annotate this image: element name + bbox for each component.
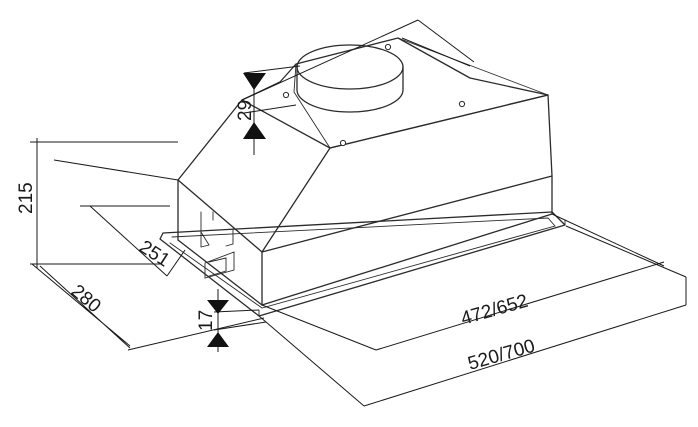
dim-label-251: 251: [135, 237, 173, 272]
top-plate-rim: [397, 37, 549, 96]
screw-hole-2: [458, 100, 466, 108]
screw-hole-1: [384, 43, 392, 51]
dim-label-215: 215: [16, 182, 37, 214]
front-controls: [200, 211, 235, 279]
outlet-collar: [296, 44, 404, 113]
hood-body: [159, 37, 566, 317]
dim-label-472-652: 472/652: [459, 291, 531, 330]
dim-label-29: 29: [235, 100, 256, 121]
dim-label-280: 280: [67, 281, 105, 317]
bottom-frame-inner: [169, 217, 556, 309]
dimension-arrows: [207, 73, 266, 347]
screw-hole-4: [282, 91, 290, 99]
dim-label-520-700: 520/700: [466, 336, 538, 375]
top-plate-edge: [293, 63, 331, 149]
bottom-frame-edge: [258, 219, 566, 317]
dim-label-17: 17: [196, 310, 217, 331]
screw-hole-3: [339, 139, 347, 147]
box-right-face: [261, 175, 553, 306]
bottom-frame-outer: [159, 211, 566, 317]
slope-front-panel: [177, 99, 331, 253]
slope-right-panel: [329, 94, 553, 177]
dimension-lines: [30, 19, 687, 407]
